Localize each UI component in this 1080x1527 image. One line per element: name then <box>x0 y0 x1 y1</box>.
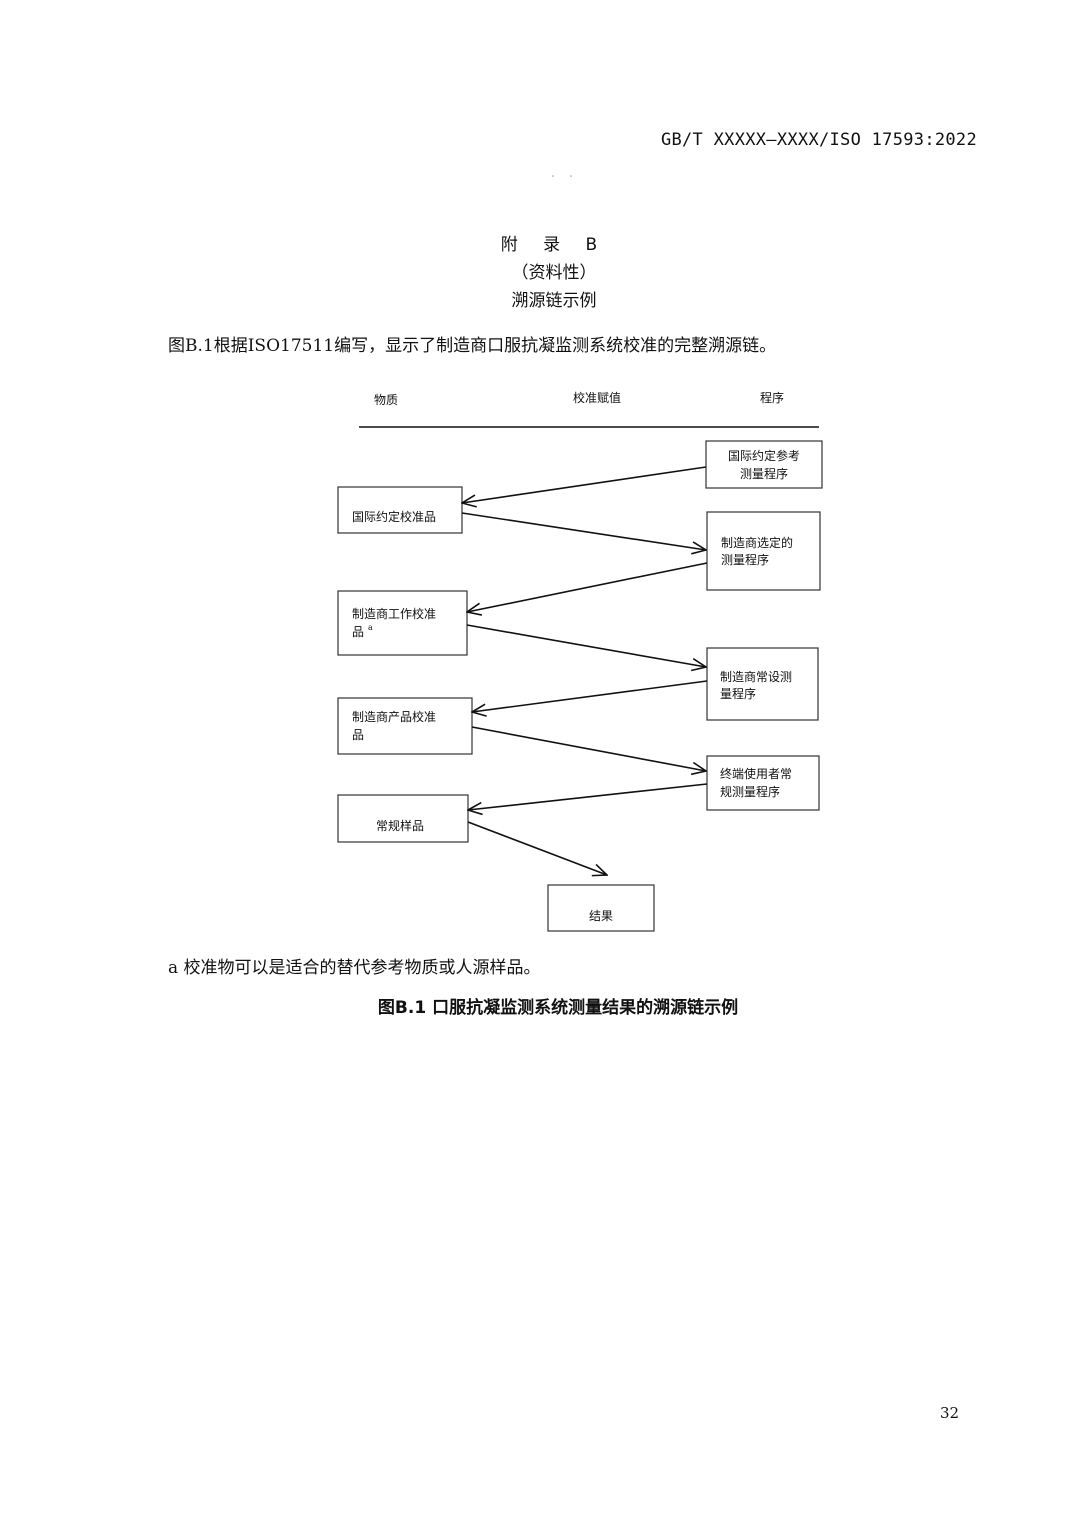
figure-footnote: a 校准物可以是适合的替代参考物质或人源样品。 <box>168 958 541 978</box>
box-intl-reference-procedure: 国际约定参考 测量程序 <box>705 440 823 489</box>
scan-dot <box>570 175 572 177</box>
figure-caption: 图B.1 口服抗凝监测系统测量结果的溯源链示例 <box>377 998 739 1018</box>
box-label: 制造商选定的 <box>721 535 793 550</box>
box-selected-procedure: 制造商选定的 测量程序 <box>706 511 821 591</box>
box-label: 测量程序 <box>740 466 788 481</box>
annex-title: 附 录 B <box>500 235 608 255</box>
arrow-selected-to-working-calibrator <box>467 562 708 612</box>
page-number: 32 <box>940 1404 960 1422</box>
box-standing-procedure: 制造商常设测 量程序 <box>706 647 819 721</box>
box-label: 制造商工作校准 <box>352 606 436 621</box>
box-product-calibrator: 制造商产品校准 品 <box>337 697 473 755</box>
arrow-end-user-to-routine-sample <box>468 783 708 810</box>
box-label: 规测量程序 <box>720 784 780 799</box>
box-label: 制造商常设测 <box>720 669 792 684</box>
column-header-procedure: 程序 <box>760 390 784 405</box>
annex-type: （资料性） <box>511 263 597 283</box>
intro-paragraph: 图B.1根据ISO17511编写，显示了制造商口服抗凝监测系统校准的完整溯源链。 <box>168 336 777 356</box>
arrow-working-calibrator-to-standing <box>466 624 706 667</box>
box-label: 量程序 <box>720 686 756 701</box>
box-intl-calibrator: 国际约定校准品 <box>337 486 463 534</box>
scan-dot <box>552 175 554 177</box>
arrow-product-calibrator-to-end-user <box>471 726 706 771</box>
footnote-marker: a <box>368 623 373 632</box>
column-header-material: 物质 <box>374 393 398 407</box>
box-label: 国际约定校准品 <box>352 509 436 524</box>
arrow-intl-ref-to-intl-calibrator <box>462 466 707 503</box>
arrow-standing-to-product-calibrator <box>472 680 708 712</box>
annex-subtitle: 溯源链示例 <box>511 291 597 311</box>
column-header-value-assignment: 校准赋值 <box>573 390 621 405</box>
standard-number: GB/T XXXXX—XXXX/ISO 17593:2022 <box>660 130 977 150</box>
arrow-intl-calibrator-to-selected <box>461 512 706 550</box>
box-result: 结果 <box>547 884 655 932</box>
box-label: 品 <box>352 625 364 639</box>
box-working-calibrator: 制造商工作校准 品 a <box>337 590 468 656</box>
box-label: 结果 <box>589 909 613 923</box>
box-end-user-procedure: 终端使用者常 规测量程序 <box>706 755 820 811</box>
annex-heading: 附 录 B （资料性） 溯源链示例 <box>0 231 1080 315</box>
box-routine-sample: 常规样品 <box>337 794 469 843</box>
box-label: 品 <box>352 728 364 742</box>
box-label: 常规样品 <box>376 818 424 833</box>
box-label: 制造商产品校准 <box>352 709 436 724</box>
box-label: 终端使用者常 <box>720 766 792 781</box>
arrow-routine-sample-to-result <box>467 821 607 875</box>
box-label: 测量程序 <box>721 552 769 567</box>
box-label: 国际约定参考 <box>728 448 800 463</box>
